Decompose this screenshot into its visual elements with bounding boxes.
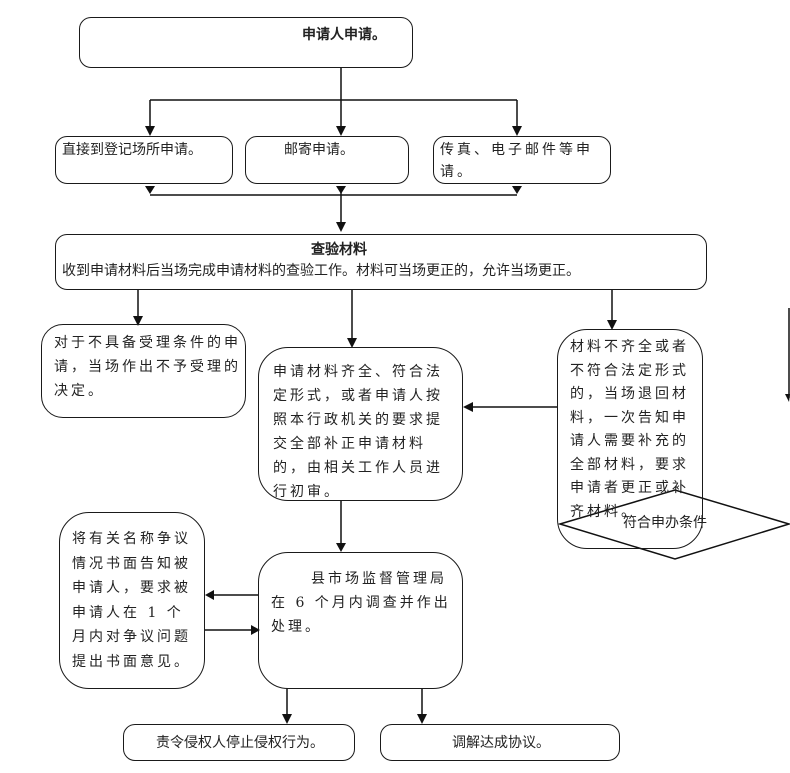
decision-label: 符合申办条件 xyxy=(623,515,707,531)
arrowhead xyxy=(607,320,617,330)
node-check-title: 查验材料 xyxy=(311,242,367,258)
node-stop-label: 责令侵权人停止侵权行为。 xyxy=(156,735,324,751)
arrowhead xyxy=(347,338,357,348)
arrowhead xyxy=(282,714,292,724)
node-complete-label: 申请材料齐全、符合法定形式，或者申请人按照本行政机关的要求提交全部补正申请材料的… xyxy=(273,364,443,500)
node-check: 查验材料 收到申请材料后当场完成申请材料的查验工作。材料可当场更正的，允许当场更… xyxy=(55,234,707,290)
node-apply-label: 申请人申请。 xyxy=(302,27,386,43)
node-incomplete: 材料不齐全或者不符合法定形式的，当场退回材料，一次告知申请人需要补充的全部材料，… xyxy=(557,329,703,549)
arrowhead xyxy=(512,126,522,136)
node-reject-label: 对于不具备受理条件的申请，当场作出不予受理的决定。 xyxy=(54,335,241,399)
node-fax-email-label: 传真、电子邮件等申请。 xyxy=(440,142,593,180)
arrowhead xyxy=(336,543,346,552)
node-stop: 责令侵权人停止侵权行为。 xyxy=(123,724,355,761)
decision-diamond xyxy=(557,489,790,560)
node-fax-email: 传真、电子邮件等申请。 xyxy=(433,136,611,184)
arrowhead xyxy=(336,222,346,232)
node-bureau-label: 县市场监督管理局在 6 个月内调查并作出处理。 xyxy=(271,571,451,635)
node-in-person: 直接到登记场所申请。 xyxy=(55,136,233,184)
arrowhead xyxy=(133,316,143,326)
node-mail: 邮寄申请。 xyxy=(245,136,409,184)
node-in-person-label: 直接到登记场所申请。 xyxy=(62,142,202,158)
node-reject: 对于不具备受理条件的申请，当场作出不予受理的决定。 xyxy=(41,324,246,418)
arrowhead xyxy=(145,126,155,136)
node-mail-label: 邮寄申请。 xyxy=(284,142,354,158)
arrowhead xyxy=(463,402,473,412)
node-bureau: 县市场监督管理局在 6 个月内调查并作出处理。 xyxy=(258,552,463,689)
arrowhead xyxy=(251,625,260,635)
arrowhead xyxy=(785,394,790,402)
node-notify: 将有关名称争议情况书面告知被申请人，要求被申请人在 1 个月内对争议问题提出书面… xyxy=(59,512,205,689)
node-mediate-label: 调解达成协议。 xyxy=(452,735,550,751)
arrowhead xyxy=(417,714,427,724)
node-notify-label: 将有关名称争议情况书面告知被申请人，要求被申请人在 1 个月内对争议问题提出书面… xyxy=(72,531,191,670)
arrowhead xyxy=(205,590,214,600)
arrowhead xyxy=(512,186,522,194)
arrowhead xyxy=(145,186,155,194)
node-complete: 申请材料齐全、符合法定形式，或者申请人按照本行政机关的要求提交全部补正申请材料的… xyxy=(258,347,463,501)
node-apply: 申请人申请。 xyxy=(79,17,413,68)
node-check-body: 收到申请材料后当场完成申请材料的查验工作。材料可当场更正的，允许当场更正。 xyxy=(62,263,580,279)
node-incomplete-label: 材料不齐全或者不符合法定形式的，当场退回材料，一次告知申请人需要补充的全部材料，… xyxy=(570,339,689,520)
arrowhead xyxy=(336,126,346,136)
node-mediate: 调解达成协议。 xyxy=(380,724,620,761)
